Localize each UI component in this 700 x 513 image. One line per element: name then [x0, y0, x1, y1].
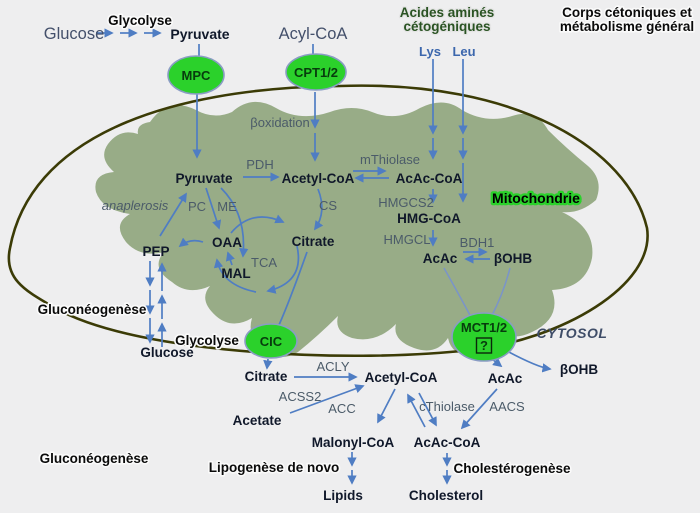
pyruvate-mito: Pyruvate — [175, 171, 233, 186]
cic-to-citrate-arrow — [263, 358, 273, 370]
beta-oxidation-label: βoxidation — [250, 115, 310, 130]
acc-enzyme: ACC — [328, 401, 355, 416]
gluconeogenesis-mid-label: Gluconéogenèse — [38, 302, 147, 317]
bohb-mito: βOHB — [494, 251, 532, 266]
anaplerosis-label: anaplerosis — [102, 198, 169, 213]
labels: Glycolyse Glucose Pyruvate Acyl-CoA Acid… — [36, 3, 696, 503]
cic-label: CIC — [260, 334, 283, 349]
citrate-to-cic-line — [278, 251, 308, 326]
glucose-bottom: Glucose — [140, 345, 194, 360]
transporter-nodes: MPC CPT1/2 CIC MCT1/2 ? — [167, 53, 517, 362]
pc-enzyme: PC — [188, 199, 206, 214]
mct-to-bohb-arrow — [506, 350, 552, 373]
acss2-enzyme: ACSS2 — [279, 389, 322, 404]
mal-to-oaa-arrow — [225, 251, 235, 266]
glycolysis-top-label: Glycolyse — [108, 13, 172, 28]
acac-coa-cyto: AcAc-CoA — [414, 435, 481, 450]
pc-arrow — [205, 187, 222, 230]
leu-label: Leu — [452, 44, 475, 59]
cic-transporter — [244, 323, 298, 359]
ketogenic-amino-acids-line2: cétogéniques — [403, 19, 490, 34]
acss2-arrow — [289, 384, 365, 414]
acetyl-coa-mito: Acetyl-CoA — [282, 171, 355, 186]
cthiolase-enzyme: cThiolase — [419, 399, 475, 414]
tca-label: TCA — [251, 255, 277, 270]
oaa: OAA — [212, 235, 242, 250]
lys-label: Lys — [419, 44, 441, 59]
cthiolase-arrow-up — [407, 393, 426, 428]
acetyl-coa-cyto: Acetyl-CoA — [365, 370, 438, 385]
mct-label: MCT1/2 — [461, 320, 507, 335]
pdh-enzyme: PDH — [246, 157, 273, 172]
cpt-transporter — [285, 53, 347, 91]
acac-coa-mito: AcAc-CoA — [396, 171, 463, 186]
glucose-top: Glucose — [44, 25, 105, 43]
mct-question-box — [475, 337, 493, 354]
cytosol-label: CYTOSOL — [537, 325, 608, 341]
cholesterol: Cholesterol — [409, 488, 483, 503]
cholesterogenesis-label: Cholestérogenèse — [453, 461, 571, 476]
mpc-label: MPC — [182, 68, 212, 83]
tca-arc-left — [213, 258, 257, 293]
acc-arrow — [377, 388, 396, 424]
mct-transporter — [451, 312, 517, 362]
citrate-mito: Citrate — [292, 234, 335, 249]
ketogenic-amino-acids-line1: Acides aminés — [400, 5, 495, 20]
lipids: Lipids — [323, 488, 363, 503]
pyruvate-top: Pyruvate — [170, 26, 229, 42]
lipogenesis-label: Lipogenèse de novo — [209, 460, 340, 475]
mitochondrial-membrane — [7, 84, 649, 358]
me-enzyme: ME — [217, 199, 237, 214]
bdh1-enzyme: BDH1 — [460, 235, 495, 250]
arrows — [96, 28, 552, 485]
cthiolase-arrow-down — [418, 392, 437, 427]
oaa-to-pep-arrow — [178, 237, 204, 248]
pep: PEP — [142, 244, 169, 259]
mct-question-mark: ? — [480, 338, 488, 353]
gluconeogenesis-bottom-label: Gluconéogenèse — [40, 451, 149, 466]
anaplerosis-arrow — [159, 192, 187, 237]
me-arrow — [220, 187, 249, 258]
acly-enzyme: ACLY — [317, 359, 350, 374]
mitochondrion-label: Mitochondrie — [492, 190, 580, 206]
acac-mito: AcAc — [423, 251, 458, 266]
cs-enzyme: CS — [319, 198, 337, 213]
cpt-label: CPT1/2 — [294, 65, 338, 80]
aacs-arrow — [460, 388, 498, 430]
acyl-coa: Acyl-CoA — [279, 25, 348, 43]
malonyl-coa: Malonyl-CoA — [312, 435, 395, 450]
hmgcs2-enzyme: HMGCS2 — [378, 195, 434, 210]
mthiolase-enzyme: mThiolase — [360, 152, 420, 167]
cs-arrow — [313, 188, 324, 231]
hmgcl-enzyme: HMGCL — [384, 232, 431, 247]
acetate: Acetate — [233, 413, 282, 428]
page-title-line1: Corps cétoniques et — [562, 5, 692, 20]
acac-cyto: AcAc — [488, 371, 523, 386]
citrate-cyto: Citrate — [245, 369, 288, 384]
hmg-coa: HMG-CoA — [397, 211, 461, 226]
aacs-enzyme: AACS — [489, 399, 525, 414]
mpc-transporter — [167, 55, 225, 95]
mal: MAL — [221, 266, 250, 281]
mitochondrial-matrix-shape — [95, 101, 599, 357]
tca-arc-right — [266, 245, 300, 294]
glycolysis-bottom-label: Glycolyse — [175, 333, 239, 348]
page-title-line2: métabolisme général — [560, 19, 694, 34]
tca-arc-top — [230, 214, 285, 234]
bohb-cyto: βOHB — [560, 362, 598, 377]
